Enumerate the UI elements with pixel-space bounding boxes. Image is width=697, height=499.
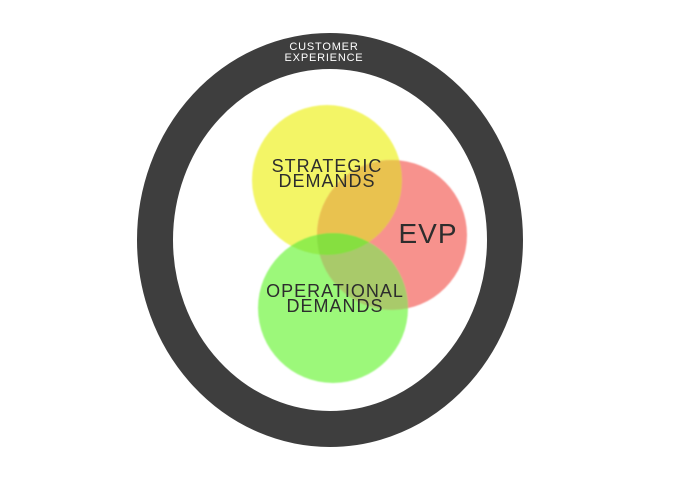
customer-experience-ring	[137, 33, 523, 447]
customer-experience-line2: EXPERIENCE	[284, 52, 364, 64]
strategic-demands-label: STRATEGIC DEMANDS	[271, 156, 383, 191]
customer-experience-line1: CUSTOMER	[289, 41, 359, 53]
strategic-demands-line2: DEMANDS	[278, 171, 376, 191]
customer-experience-label: CUSTOMER EXPERIENCE	[285, 42, 364, 64]
operational-demands-label: OPERATIONAL DEMANDS	[266, 281, 404, 316]
evp-label: EVP	[398, 218, 458, 249]
operational-demands-line2: DEMANDS	[286, 296, 384, 316]
strategic-demands-line1: STRATEGIC	[271, 156, 383, 176]
operational-demands-line1: OPERATIONAL	[266, 281, 404, 301]
